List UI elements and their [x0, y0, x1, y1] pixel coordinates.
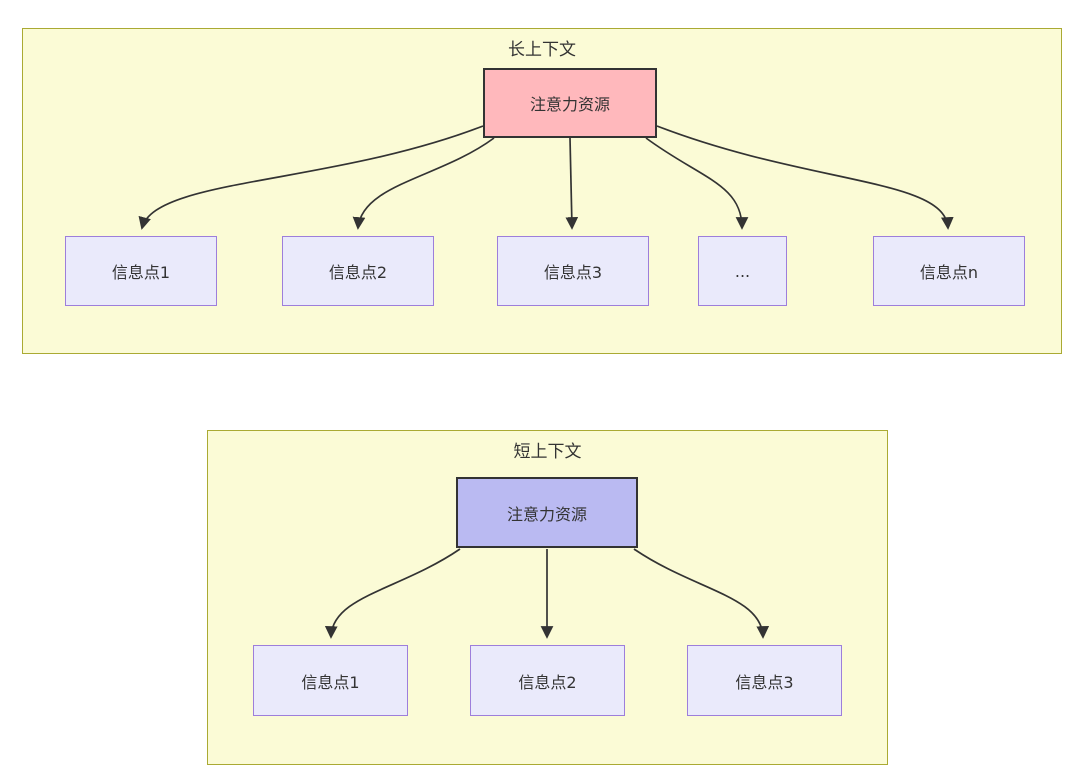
- node-short-info-1: 信息点1: [253, 645, 408, 716]
- node-long-info-3: 信息点3: [497, 236, 649, 306]
- node-long-info-ellipsis: ...: [698, 236, 787, 306]
- node-attention-short: 注意力资源: [456, 477, 638, 548]
- node-attention-long: 注意力资源: [483, 68, 657, 138]
- node-long-info-1: 信息点1: [65, 236, 217, 306]
- node-short-info-3: 信息点3: [687, 645, 842, 716]
- node-long-info-n: 信息点n: [873, 236, 1025, 306]
- node-short-info-2: 信息点2: [470, 645, 625, 716]
- subgraph-long-context-title: 长上下文: [508, 40, 576, 60]
- node-long-info-2: 信息点2: [282, 236, 434, 306]
- subgraph-short-context-title: 短上下文: [513, 442, 582, 462]
